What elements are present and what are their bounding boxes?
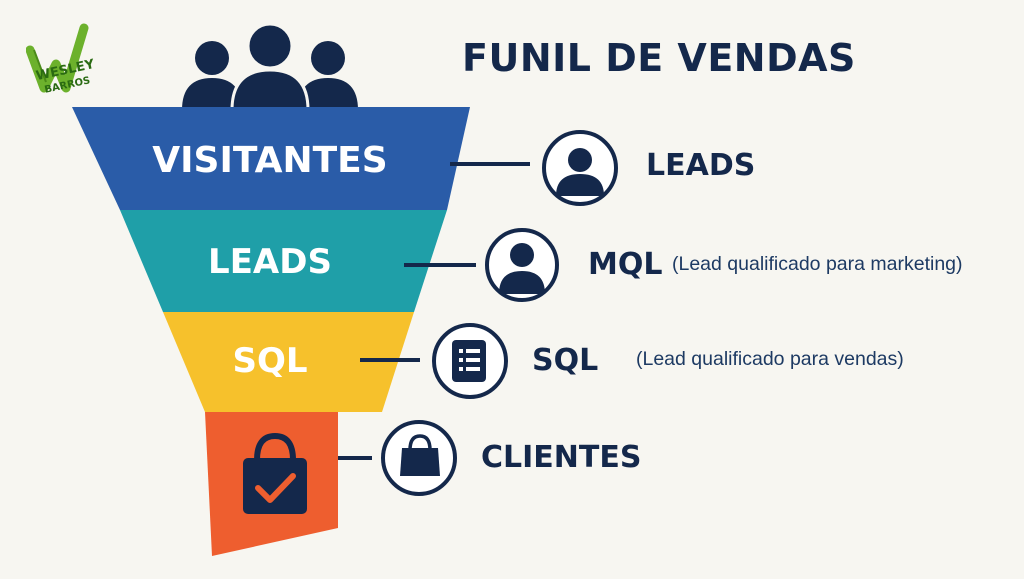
stage-label-sql: SQL [532, 343, 599, 378]
funnel-section-sql [163, 312, 414, 412]
stage-icon-sql [432, 323, 508, 399]
stage-description-mql: (Lead qualificado para marketing) [672, 253, 963, 275]
funnel-section-leads [120, 210, 447, 312]
stage-icon-leads [542, 130, 618, 206]
page-title: FUNIL DE VENDAS [462, 36, 856, 80]
stage-label-leads: LEADS [646, 148, 756, 183]
stage-icon-clientes [381, 420, 457, 496]
funnel-label-sql: SQL [232, 341, 308, 381]
funnel-label-leads: LEADS [208, 242, 332, 282]
people-group-icon [182, 22, 358, 110]
stage-label-clientes: CLIENTES [481, 440, 642, 475]
funnel-label-visitantes: VISITANTES [152, 140, 388, 181]
funnel-section-visitantes [72, 107, 470, 210]
stage-description-sql: (Lead qualificado para vendas) [636, 348, 904, 370]
shopping-bag-check-icon [243, 432, 307, 514]
stage-label-mql: MQL [588, 247, 663, 282]
stage-icon-mql [485, 228, 559, 302]
wesley-barros-logo: WESLEY BARROS [26, 23, 96, 96]
